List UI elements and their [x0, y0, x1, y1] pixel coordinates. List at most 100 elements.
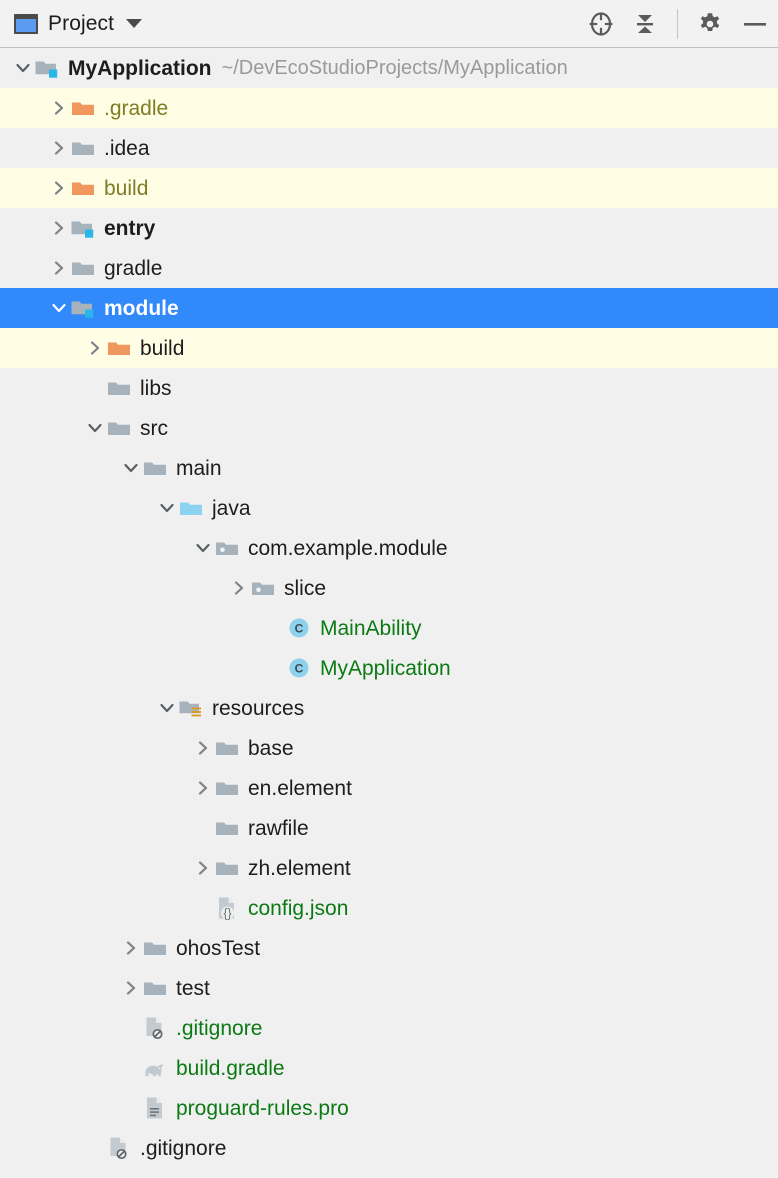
tool-window-title: Project: [48, 11, 115, 35]
resources-folder-icon: [178, 695, 204, 721]
folder-grey-icon: [142, 455, 168, 481]
tree-row[interactable]: build.gradle: [0, 1048, 778, 1088]
project-tree[interactable]: MyApplication~/DevEcoStudioProjects/MyAp…: [0, 48, 778, 1168]
folder-grey-icon: [142, 935, 168, 961]
tree-row[interactable]: .gitignore: [0, 1008, 778, 1048]
tree-row-label: java: [212, 496, 251, 520]
folder-grey-icon: [214, 735, 240, 761]
tree-row[interactable]: libs: [0, 368, 778, 408]
chevron-right-icon[interactable]: [120, 977, 142, 999]
tool-window-title-group[interactable]: Project: [14, 12, 587, 36]
chevron-down-icon[interactable]: [192, 537, 214, 559]
tree-row[interactable]: zh.element: [0, 848, 778, 888]
text-file-icon: [142, 1095, 168, 1121]
tree-row-label: gradle: [104, 256, 163, 280]
tree-row[interactable]: entry: [0, 208, 778, 248]
tree-row[interactable]: test: [0, 968, 778, 1008]
chevron-right-icon[interactable]: [48, 257, 70, 279]
java-class-icon: C: [286, 655, 312, 681]
tree-row[interactable]: build: [0, 168, 778, 208]
tree-row[interactable]: {} config.json: [0, 888, 778, 928]
tree-row-label: build.gradle: [176, 1056, 285, 1080]
module-folder-icon: [70, 295, 96, 321]
tree-row-label: main: [176, 456, 222, 480]
select-opened-file-icon[interactable]: [587, 10, 615, 38]
gradle-file-icon: [142, 1055, 168, 1081]
package-icon: [250, 575, 276, 601]
chevron-down-icon[interactable]: [126, 19, 143, 28]
folder-grey-icon: [214, 775, 240, 801]
tree-row[interactable]: .gitignore: [0, 1128, 778, 1168]
chevron-down-icon[interactable]: [84, 417, 106, 439]
tree-arrow-placeholder: [84, 1137, 106, 1159]
tree-row[interactable]: en.element: [0, 768, 778, 808]
folder-orange-icon: [70, 95, 96, 121]
tree-row[interactable]: com.example.module: [0, 528, 778, 568]
chevron-right-icon[interactable]: [192, 737, 214, 759]
folder-grey-icon: [106, 415, 132, 441]
tree-row[interactable]: resources: [0, 688, 778, 728]
tree-row[interactable]: C MainAbility: [0, 608, 778, 648]
chevron-right-icon[interactable]: [84, 337, 106, 359]
tree-row-label: config.json: [248, 896, 349, 920]
tree-row-label: zh.element: [248, 856, 351, 880]
json-file-icon: {}: [214, 895, 240, 921]
chevron-down-icon[interactable]: [48, 297, 70, 319]
tree-row[interactable]: src: [0, 408, 778, 448]
tree-row-label: rawfile: [248, 816, 309, 840]
chevron-right-icon[interactable]: [120, 937, 142, 959]
folder-orange-icon: [70, 175, 96, 201]
tree-row-label: resources: [212, 696, 305, 720]
project-view-icon: [14, 13, 38, 34]
collapse-all-icon[interactable]: [631, 10, 659, 38]
svg-text:C: C: [295, 622, 304, 636]
project-path-label: ~/DevEcoStudioProjects/MyApplication: [221, 57, 568, 79]
folder-orange-icon: [106, 335, 132, 361]
package-icon: [214, 535, 240, 561]
folder-grey-icon: [70, 255, 96, 281]
chevron-right-icon[interactable]: [192, 777, 214, 799]
java-class-icon: C: [286, 615, 312, 641]
chevron-right-icon[interactable]: [48, 177, 70, 199]
tree-row[interactable]: main: [0, 448, 778, 488]
tree-row-label: build: [140, 336, 185, 360]
chevron-right-icon[interactable]: [48, 137, 70, 159]
chevron-right-icon[interactable]: [48, 97, 70, 119]
chevron-down-icon[interactable]: [12, 57, 34, 79]
tree-row[interactable]: rawfile: [0, 808, 778, 848]
chevron-down-icon[interactable]: [156, 697, 178, 719]
chevron-right-icon[interactable]: [48, 217, 70, 239]
tree-row-label: ohosTest: [176, 936, 261, 960]
source-root-folder-icon: [178, 495, 204, 521]
tree-row-label: test: [176, 976, 210, 1000]
tree-row[interactable]: C MyApplication: [0, 648, 778, 688]
tree-row[interactable]: .idea: [0, 128, 778, 168]
chevron-right-icon[interactable]: [228, 577, 250, 599]
toolbar-separator: [677, 8, 678, 39]
tree-row-label: .idea: [104, 136, 150, 160]
chevron-right-icon[interactable]: [192, 857, 214, 879]
tree-row[interactable]: slice: [0, 568, 778, 608]
tool-window-actions: [587, 8, 770, 39]
chevron-down-icon[interactable]: [156, 497, 178, 519]
gear-icon[interactable]: [696, 10, 724, 38]
tree-row[interactable]: java: [0, 488, 778, 528]
module-folder-icon: [70, 215, 96, 241]
tree-row[interactable]: gradle: [0, 248, 778, 288]
tree-row-label: libs: [140, 376, 172, 400]
tree-arrow-placeholder: [120, 1017, 142, 1039]
tree-row-label: proguard-rules.pro: [176, 1096, 349, 1120]
tree-row[interactable]: module: [0, 288, 778, 328]
tree-row[interactable]: build: [0, 328, 778, 368]
tree-row[interactable]: ohosTest: [0, 928, 778, 968]
tree-row[interactable]: proguard-rules.pro: [0, 1088, 778, 1128]
tree-row[interactable]: MyApplication~/DevEcoStudioProjects/MyAp…: [0, 48, 778, 88]
gitignore-file-icon: [142, 1015, 168, 1041]
tree-row-label: MainAbility: [320, 616, 422, 640]
minimize-icon[interactable]: [740, 10, 768, 38]
tree-row-label: entry: [104, 216, 156, 240]
tree-row-label: module: [104, 296, 179, 320]
chevron-down-icon[interactable]: [120, 457, 142, 479]
tree-row[interactable]: .gradle: [0, 88, 778, 128]
tree-row[interactable]: base: [0, 728, 778, 768]
